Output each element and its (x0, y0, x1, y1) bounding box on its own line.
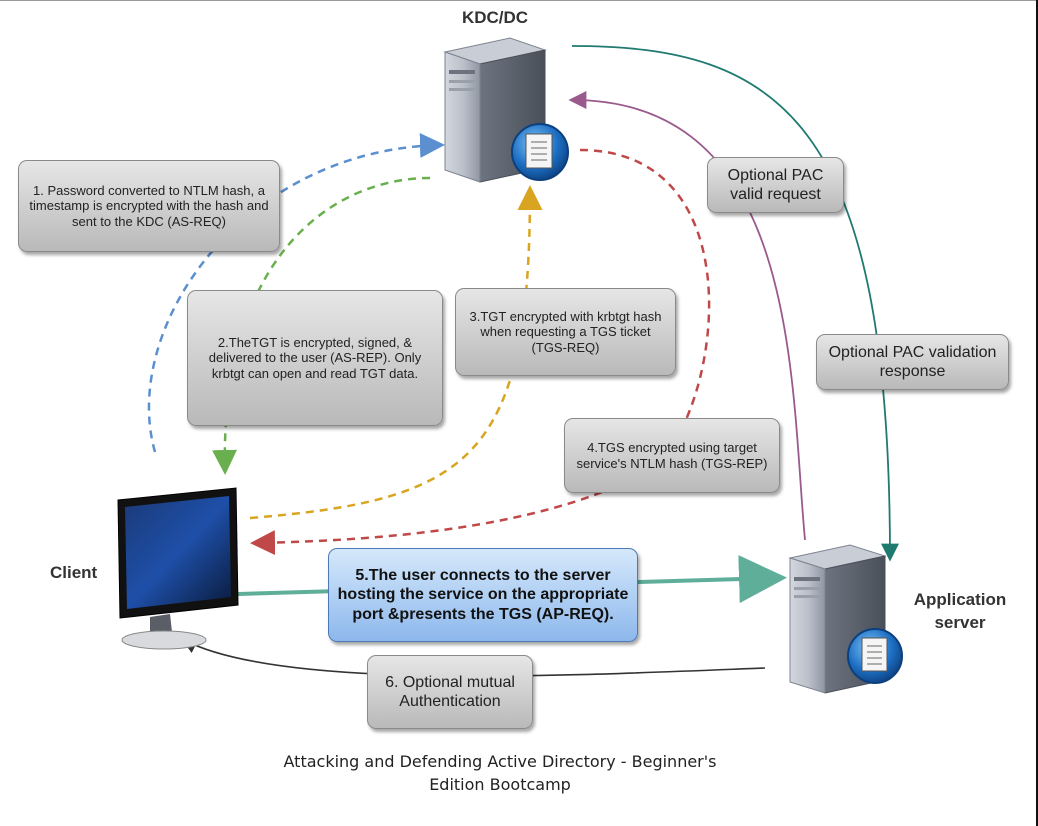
step1-arrow (147, 133, 445, 453)
pac-request-arrow (568, 91, 806, 541)
step1-note: 1. Password converted to NTLM hash, a ti… (18, 160, 280, 252)
step2-note: 2.TheTGT is encrypted, signed, & deliver… (187, 290, 443, 426)
caption-line2: Edition Bootcamp (429, 775, 571, 795)
step5-note: 5.The user connects to the server hostin… (328, 548, 638, 642)
app-server-title: Application server (895, 590, 1025, 633)
client-monitor-icon (117, 487, 239, 650)
step4-arrow (250, 148, 711, 556)
app-server-title-line2: server (934, 613, 986, 632)
pac-request-note: Optional PAC valid request (707, 157, 844, 213)
app-server-title-line1: Application (913, 590, 1007, 609)
step4-note: 4.TGS encrypted using target service's N… (564, 418, 780, 493)
pac-response-note: Optional PAC validation response (816, 334, 1009, 390)
step3-note: 3.TGT encrypted with krbtgt hash when re… (455, 288, 676, 376)
pac-response-arrow (571, 45, 899, 562)
app-server-document-globe-icon (847, 628, 903, 684)
figure-caption: Attacking and Defending Active Directory… (280, 750, 720, 796)
client-title: Client (50, 563, 98, 582)
top-border (0, 0, 1038, 1)
step6-note: 6. Optional mutual Authentication (367, 655, 533, 729)
right-border (1036, 0, 1038, 826)
kdc-title: KDC/DC (461, 8, 529, 27)
caption-line1: Attacking and Defending Active Directory… (283, 752, 717, 771)
kdc-document-globe-icon (511, 123, 569, 181)
